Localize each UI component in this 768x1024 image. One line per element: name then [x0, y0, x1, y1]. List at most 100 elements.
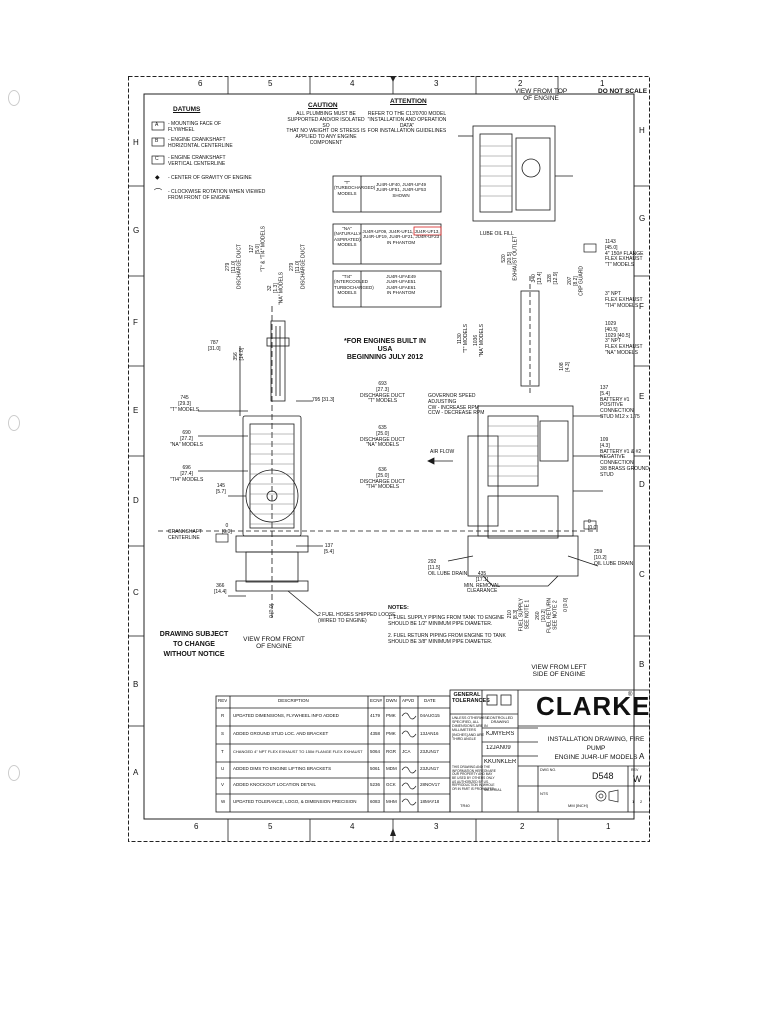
zone-letter: B [133, 680, 139, 689]
rev-desc: ADDED DIMS TO ENGINE LIFTING BRACKETS [233, 767, 332, 771]
front-dim: 32 [1.3] "NA" MODELS [267, 272, 285, 306]
rev-date: 18MAY18 [420, 800, 440, 804]
note-item: 1. FUEL SUPPLY PIPING FROM TANK TO ENGIN… [388, 615, 505, 627]
attention-title: ATTENTION [390, 98, 427, 105]
zone-number: 1 [600, 79, 605, 88]
front-dim: CRANKSHAFT CENTERLINE [168, 529, 202, 541]
binder-hole [8, 90, 20, 106]
clarke-logo: CLARKE [536, 691, 651, 721]
zone-letter: A [133, 768, 139, 777]
binder-hole [8, 765, 20, 781]
zone-letter: B [639, 660, 645, 669]
zone-number: 3 [434, 822, 439, 831]
front-dim: 279 [11.0] DISCHARGE DUCT [225, 244, 243, 290]
front-dim: 0 [0.0] [222, 523, 232, 535]
side-dim: 435 [17.1] MIN. REMOVAL CLEARANCE [464, 571, 501, 595]
units: MM [INCH] [568, 803, 588, 808]
zone-number: 5 [268, 79, 273, 88]
tolerance-text: UNLESS OTHERWISE SPECIFIED, ALL DIMENSIO… [452, 716, 490, 741]
datum-text: - MOUNTING FACE OF FLYWHEEL [168, 121, 222, 133]
datum-symbol: A [155, 122, 159, 128]
checked-by: KKUNKLER [484, 759, 517, 765]
rev-desc: CHANGED 4" NPT FLEX EXHAUST TO 150# FLAN… [233, 750, 363, 754]
side-vdim: 207 [8.2] CRP GUARD [567, 266, 585, 296]
rev-ecn: 5236 [370, 783, 381, 787]
side-dim: 292 [11.5] OIL LUBE DRAIN [428, 559, 468, 577]
datum-text: - ENGINE CRANKSHAFT VERTICAL CENTERLINE [168, 155, 226, 167]
drawing-subject-note: DRAWING SUBJECT TO CHANGE WITHOUT NOTICE [159, 631, 229, 659]
drawn-date: 12JAN09 [486, 745, 511, 751]
front-dim: 0 [0.0] [269, 604, 275, 618]
controlled-drawing: CONTROLLED DRAWING [487, 716, 513, 725]
datum-text: - ENGINE CRANKSHAFT HORIZONTAL CENTERLIN… [168, 137, 233, 149]
rev-letter: U [221, 767, 225, 771]
rev-header: DWN [386, 699, 397, 703]
zone-letter: E [133, 406, 139, 415]
rev-ecn: 5064 [370, 750, 381, 754]
zone-number: 6 [198, 79, 203, 88]
rev-letter: T [221, 750, 224, 754]
engines-note: *FOR ENGINES BUILT IN USA BEGINNING JULY… [344, 338, 426, 362]
rev-date: 28NOV17 [420, 783, 440, 787]
zone-letter: G [639, 214, 646, 223]
side-vdim: 210 [8.3] FUEL SUPPLY SEE NOTE 1 [507, 598, 531, 632]
side-vdim: 108 [4.3] [559, 362, 571, 372]
rev-header: REV [218, 699, 228, 703]
side-dim: 1029 [40.5] 1029 [40.5] 3" NPT FLEX EXHA… [605, 321, 643, 356]
revision-letter: W [633, 774, 642, 784]
drawing-title: INSTALLATION DRAWING, FIRE PUMP ENGINE J… [547, 736, 645, 761]
model-list: JU4R-UF09, JU4R-UF11, JU4R-UF13, JU4R-UF… [362, 229, 440, 245]
zone-letter: D [133, 496, 139, 505]
caution-title: CAUTION [308, 102, 338, 109]
rev-ecn: 4179 [370, 714, 381, 718]
side-dim: 1143 [45.0] 4" 150# FLANGE FLEX EXHAUST … [605, 239, 644, 268]
zone-letter: G [133, 226, 140, 235]
front-dim: 137 [5.4] [324, 543, 334, 555]
document-icons [486, 694, 512, 706]
material-label: MATERIAL [484, 788, 502, 792]
rev-dwn: PMK [386, 732, 396, 736]
rev-desc: ADDED GROUND STUD LOC. AND BRACKET [233, 732, 329, 736]
rev-label: REV [631, 768, 639, 772]
zone-number: 3 [434, 79, 439, 88]
rev-letter: W [221, 800, 226, 804]
airflow-label: AIR FLOW [430, 449, 455, 455]
rotation-arrow-icon: ⌒ [154, 188, 162, 197]
rev-date: 04AUG15 [420, 714, 440, 718]
zone-letter: H [639, 126, 645, 135]
side-vdim: 0 [0.0] [563, 598, 569, 612]
side-vdim: 1130 "T" MODELS [457, 324, 469, 354]
sheet-total: 2 [640, 799, 643, 804]
lube-oil-fill-label: LUBE OIL FILL [480, 231, 514, 237]
zone-letter: F [639, 302, 644, 311]
zone-number: 5 [268, 822, 273, 831]
front-dim: 279 [11.0] DISCHARGE DUCT [289, 244, 307, 290]
front-dim: 145 [5.7] [216, 483, 226, 495]
duct-dim: 693 [27.3] DISCHARGE DUCT "T" MODELS [360, 381, 406, 405]
datum-text: - CLOCKWISE ROTATION WHEN VIEWED FROM FR… [168, 189, 266, 201]
rev-ecn: 6083 [370, 800, 381, 804]
side-dim: 109 [4.3] BATTERY #1 & #2 NEGATIVE CONNE… [600, 437, 649, 478]
model-list: JU4R-UFAE49 JU4R-UFAE51 JU4R-UFAE61 IN P… [386, 274, 416, 296]
rev-header: DESCRIPTION [278, 699, 309, 703]
red-highlight-box [413, 226, 442, 236]
center-of-gravity-icon: ◆ [155, 175, 160, 181]
front-dim: 795 [31.3] [312, 397, 335, 403]
proprietary-notice: THIS DRAWING AND THE INFORMATION HEREON … [452, 765, 496, 792]
side-dim: 137 [5.4] BATTERY #1 POSITIVE CONNECTION… [600, 385, 640, 420]
rev-date: 23JUN17 [420, 767, 439, 771]
zone-letter: E [639, 392, 645, 401]
governor-note: GOVERNOR SPEED ADJUSTING CW - INCREASE R… [428, 393, 485, 417]
rev-dwn: GCK [386, 783, 396, 787]
zone-number: 6 [194, 822, 199, 831]
datum-symbol: C [155, 156, 159, 162]
caution-text: ALL PLUMBING MUST BE SUPPORTED AND/OR IS… [286, 111, 366, 146]
fuel-hose-note: 2 FUEL HOSES SHIPPED LOOSE (WIRED TO ENG… [318, 612, 396, 624]
side-vdim: 520 [20.5] EXHAUST OUTLET [501, 236, 519, 281]
rev-dwn: MHM [386, 800, 397, 804]
side-dim: 3" NPT FLEX EXHAUST "TI4" MODELS [605, 291, 643, 309]
do-not-scale: DO NOT SCALE [598, 88, 648, 95]
rev-desc: UPDATED TOLERANCE, LOGO, & DIMENSION PRE… [233, 800, 357, 804]
zone-letter: A [639, 752, 645, 761]
front-dim: 787 [31.0] [208, 340, 221, 352]
